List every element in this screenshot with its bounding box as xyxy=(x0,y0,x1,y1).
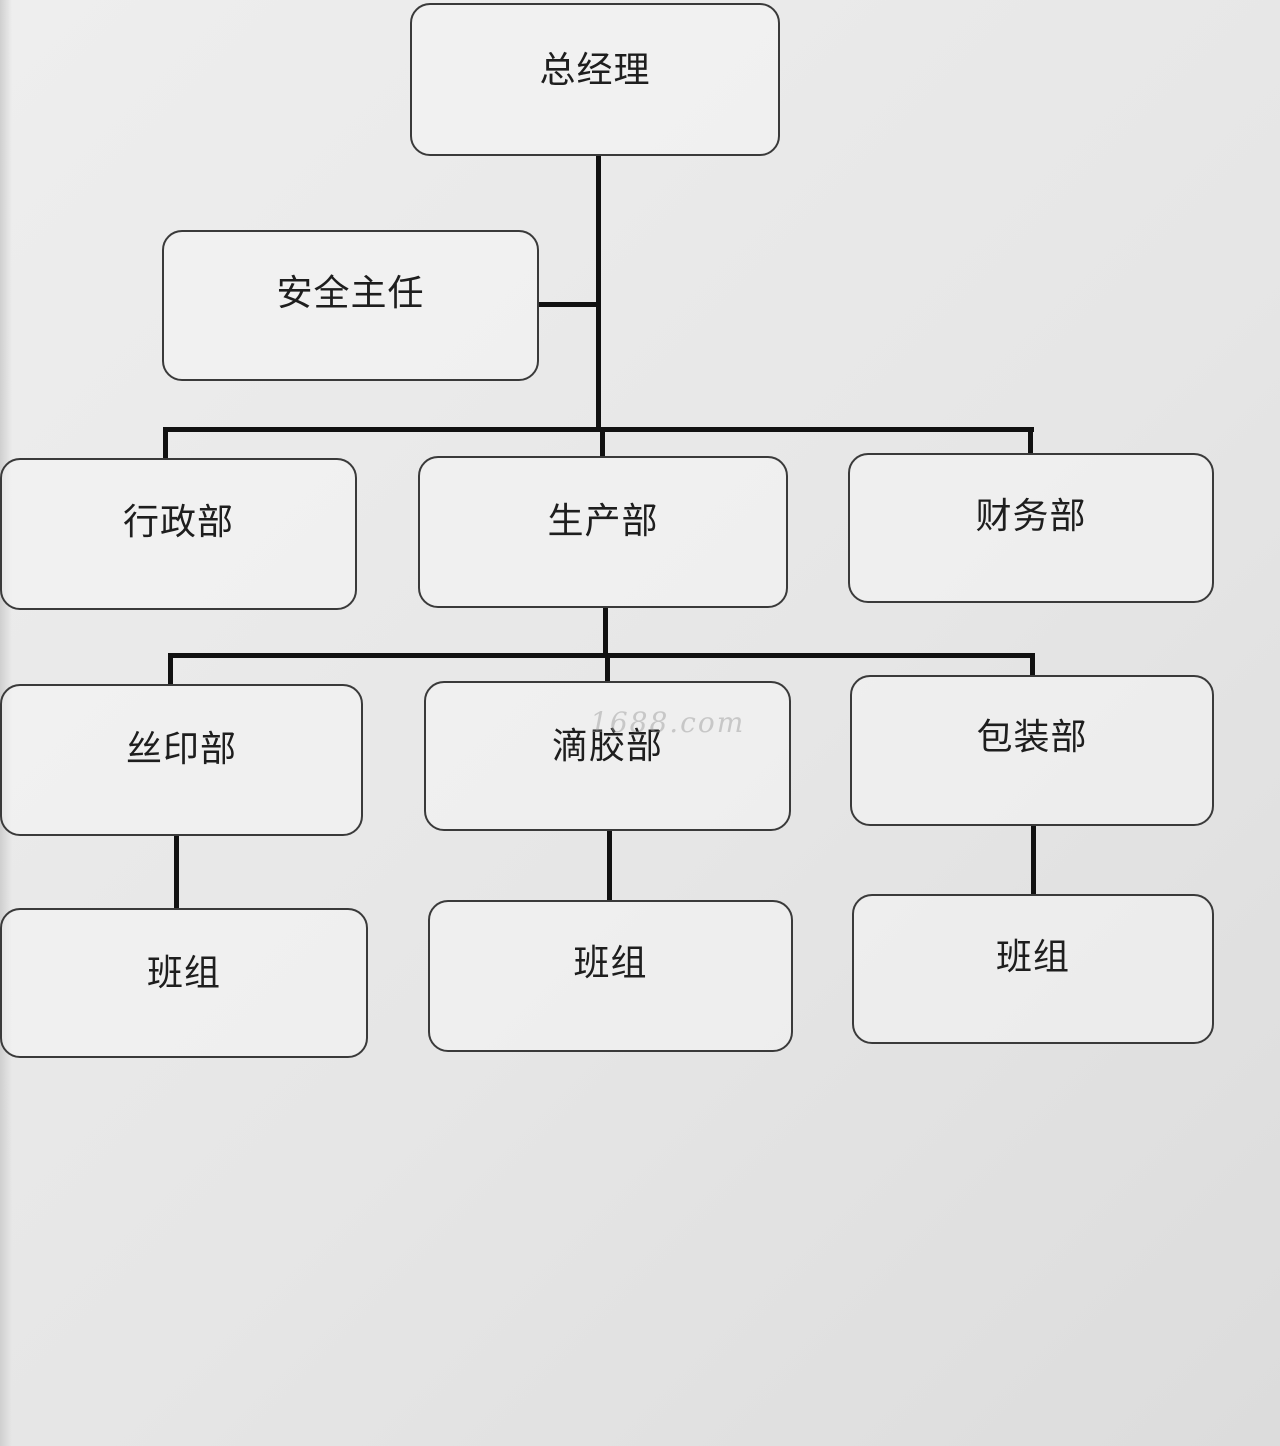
connector-gm-trunk xyxy=(596,156,601,432)
node-team-screenprint: 班组 xyxy=(0,908,368,1058)
connector-packing-drop xyxy=(1030,653,1035,677)
connector-units-bar xyxy=(168,653,1035,658)
connector-finance-drop xyxy=(1028,427,1033,455)
connector-production-trunk xyxy=(603,606,608,658)
node-department-finance: 财务部 xyxy=(848,453,1214,603)
node-department-admin: 行政部 xyxy=(0,458,357,610)
node-department-admin-label: 行政部 xyxy=(122,502,234,543)
node-department-production: 生产部 xyxy=(418,456,788,608)
connector-screenprint-drop xyxy=(168,653,173,686)
connector-glue-drop xyxy=(605,653,610,683)
node-unit-packing-label: 包装部 xyxy=(976,717,1088,758)
connector-safety xyxy=(538,302,599,307)
connector-glue-team xyxy=(607,829,612,902)
connector-departments-bar xyxy=(163,427,1034,432)
node-team-packing: 班组 xyxy=(852,894,1214,1044)
node-unit-glue: 滴胶部 xyxy=(424,681,791,831)
node-unit-packing: 包装部 xyxy=(850,675,1214,826)
node-unit-screenprint-label: 丝印部 xyxy=(125,729,237,770)
watermark-text: 1688.com xyxy=(590,706,746,739)
node-general-manager-label: 总经理 xyxy=(539,50,651,91)
node-team-packing-label: 班组 xyxy=(995,937,1070,978)
connector-admin-drop xyxy=(163,427,168,460)
node-general-manager: 总经理 xyxy=(410,3,780,156)
node-team-glue: 班组 xyxy=(428,900,793,1052)
node-unit-screenprint: 丝印部 xyxy=(0,684,363,836)
node-team-screenprint-label: 班组 xyxy=(146,953,221,994)
connector-screenprint-team xyxy=(174,834,179,910)
node-team-glue-label: 班组 xyxy=(573,943,648,984)
node-safety-director: 安全主任 xyxy=(162,230,539,381)
node-safety-director-label: 安全主任 xyxy=(276,273,425,314)
node-department-finance-label: 财务部 xyxy=(975,496,1087,537)
connector-packing-team xyxy=(1031,824,1036,896)
node-unit-glue-label: 滴胶部 xyxy=(551,726,663,767)
connector-production-drop xyxy=(600,427,605,458)
node-department-production-label: 生产部 xyxy=(547,501,659,542)
